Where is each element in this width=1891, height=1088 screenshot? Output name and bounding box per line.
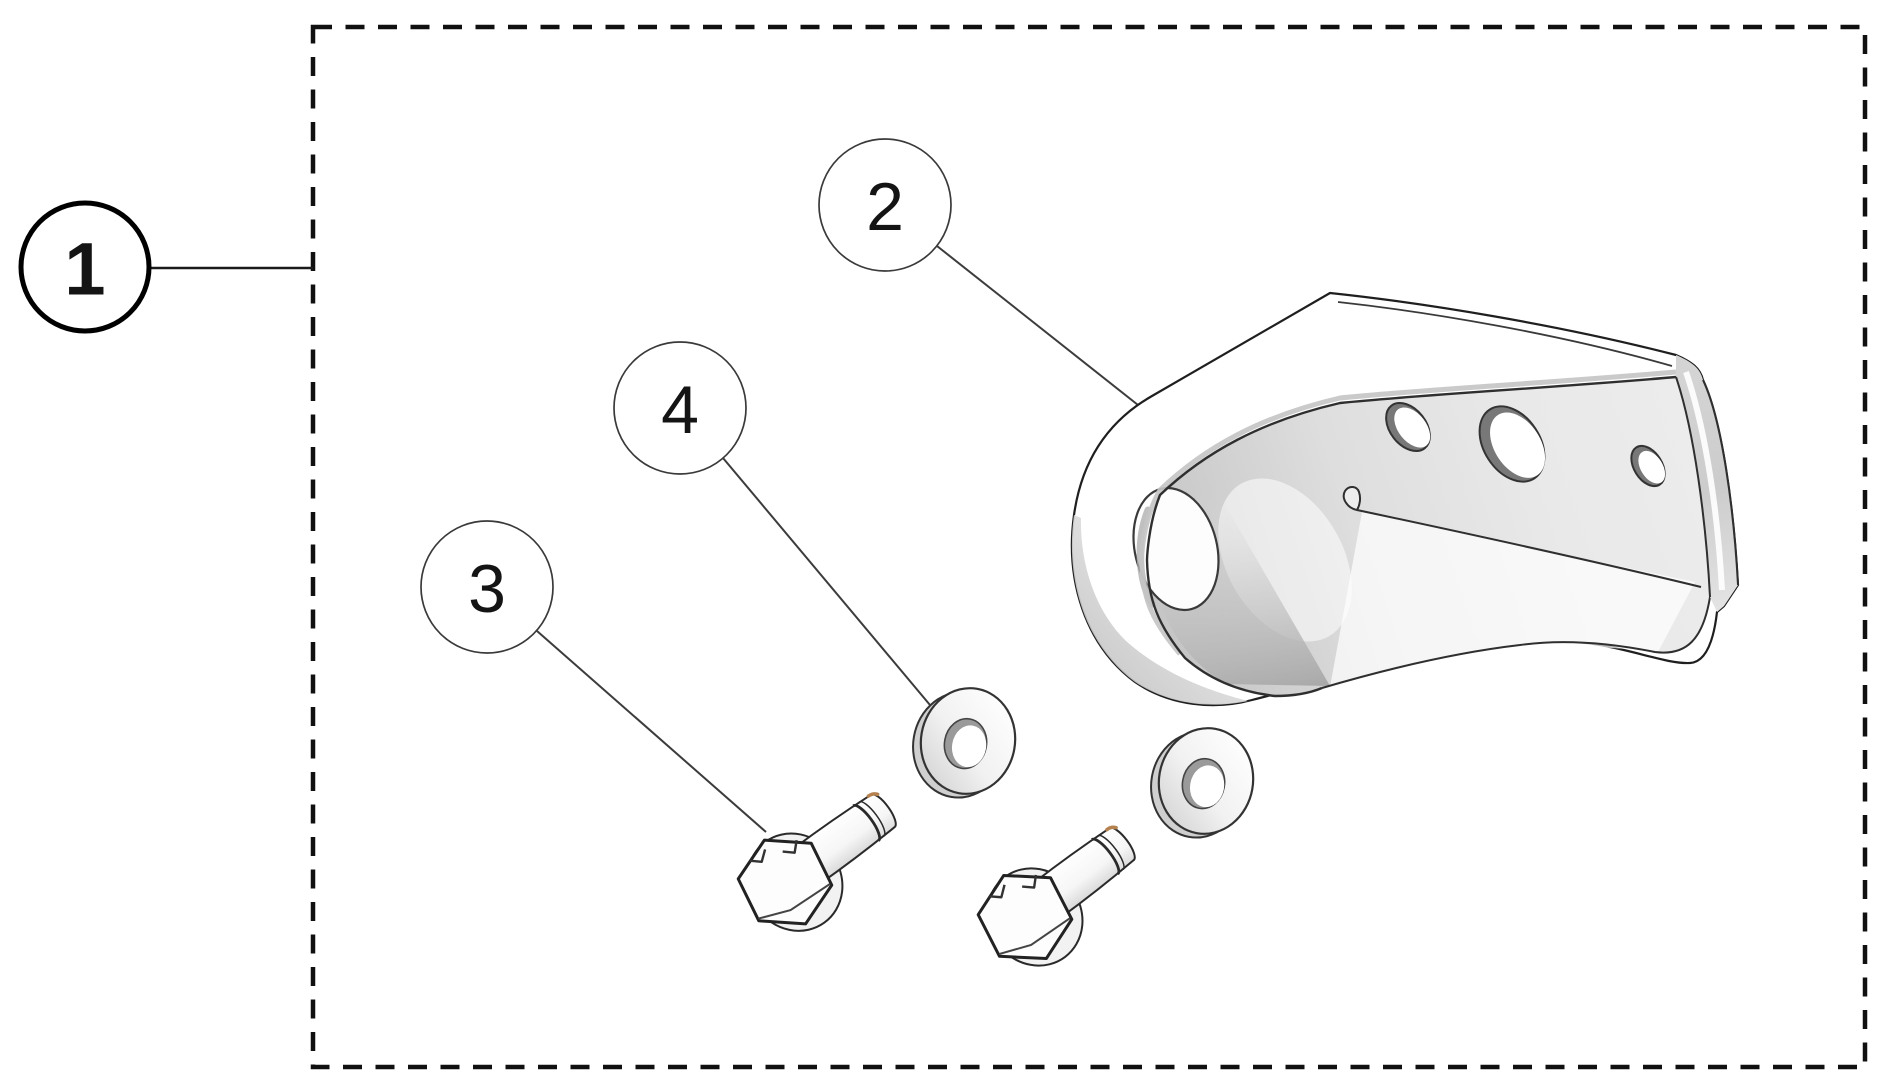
washer-part-1[interactable] bbox=[903, 679, 1025, 807]
bracket-fold-line bbox=[1356, 509, 1702, 588]
callout-balloon-4[interactable]: 4 bbox=[613, 341, 747, 475]
balloon-circle-4 bbox=[613, 341, 747, 475]
leader-line-4 bbox=[722, 457, 931, 706]
balloon-circle-2 bbox=[818, 138, 952, 272]
bracket-flange bbox=[1675, 355, 1739, 612]
bracket-panel-hole-small-left bbox=[1385, 402, 1431, 452]
bracket-part[interactable] bbox=[1070, 291, 1740, 707]
bracket-top-edge-line bbox=[1337, 301, 1673, 367]
bracket-mouth-rim-highlight bbox=[1139, 369, 1677, 656]
leader-line-3 bbox=[536, 630, 767, 833]
balloon-circle-3 bbox=[420, 520, 554, 654]
bracket-ring-shade bbox=[1071, 515, 1248, 705]
bracket-mouth-rim bbox=[1145, 375, 1677, 698]
bracket-panel-hole-small-right bbox=[1630, 444, 1666, 488]
washer-part-2[interactable] bbox=[1141, 719, 1263, 847]
balloon-number-4: 4 bbox=[661, 372, 699, 448]
callout-balloon-3[interactable]: 3 bbox=[420, 520, 554, 654]
balloon-number-3: 3 bbox=[468, 551, 506, 627]
bracket-panel-hole-large bbox=[1478, 405, 1546, 483]
balloon-number-1: 1 bbox=[64, 228, 105, 311]
leader-line-2 bbox=[936, 245, 1139, 406]
bolt-part-1[interactable] bbox=[720, 768, 923, 955]
balloon-circle-1 bbox=[18, 200, 152, 334]
bracket-bottom-edge-line bbox=[1321, 596, 1711, 689]
callout-balloon-2[interactable]: 2 bbox=[818, 138, 952, 272]
callout-balloon-1[interactable]: 1 bbox=[18, 200, 152, 334]
bolt-part-2[interactable] bbox=[960, 801, 1163, 990]
balloon-number-2: 2 bbox=[866, 169, 904, 245]
bracket-notch bbox=[1342, 486, 1362, 512]
assembly-boundary-box bbox=[310, 24, 1868, 1070]
